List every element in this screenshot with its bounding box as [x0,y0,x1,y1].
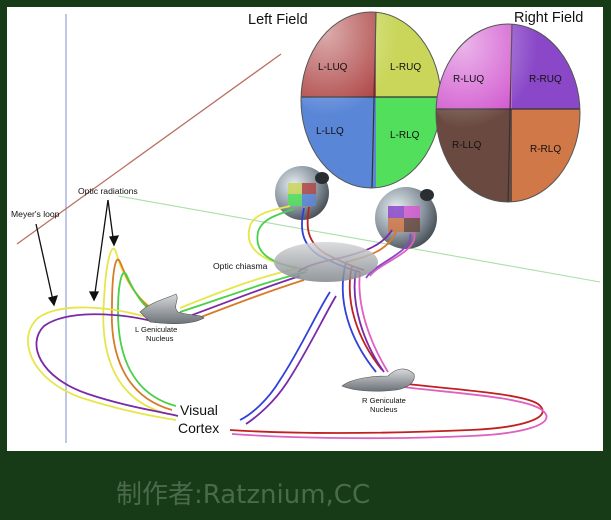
l-ruq-label: L-RUQ [390,62,421,73]
left-field-title: Left Field [248,12,308,28]
visual-label: Visual [180,402,218,418]
label-pointers [35,199,120,307]
r-geniculate-nucleus [341,368,415,392]
l-geniculate-nucleus [139,293,205,325]
r-ruq-label: R-RUQ [529,74,562,85]
r-geniculate-label: R Geniculate [362,396,406,405]
r-llq-label: R-LLQ [452,140,482,151]
right-field-title: Right Field [514,10,583,26]
l-geniculate-label-2: Nucleus [146,334,174,343]
optic-radiations-label: Optic radiations [78,186,138,196]
r-luq-label: R-LUQ [453,74,484,85]
optic-chiasma [274,242,378,282]
diagonal-guide-line [16,53,282,245]
l-geniculate-label: L Geniculate [135,325,177,334]
cortex-label: Cortex [178,420,219,436]
r-rlq-label: R-RLQ [530,144,561,155]
l-llq-label: L-LLQ [316,126,344,137]
r-geniculate-label-2: Nucleus [370,405,398,414]
horizontal-guide-line [117,195,601,283]
meyers-loop-label: Meyer's loop [11,209,60,219]
optic-chiasma-label: Optic chiasma [213,261,268,271]
l-luq-label: L-LUQ [318,62,348,73]
l-rlq-label: L-RLQ [390,130,420,141]
credit-watermark: 制作者:Ratznium,CC [116,480,370,510]
